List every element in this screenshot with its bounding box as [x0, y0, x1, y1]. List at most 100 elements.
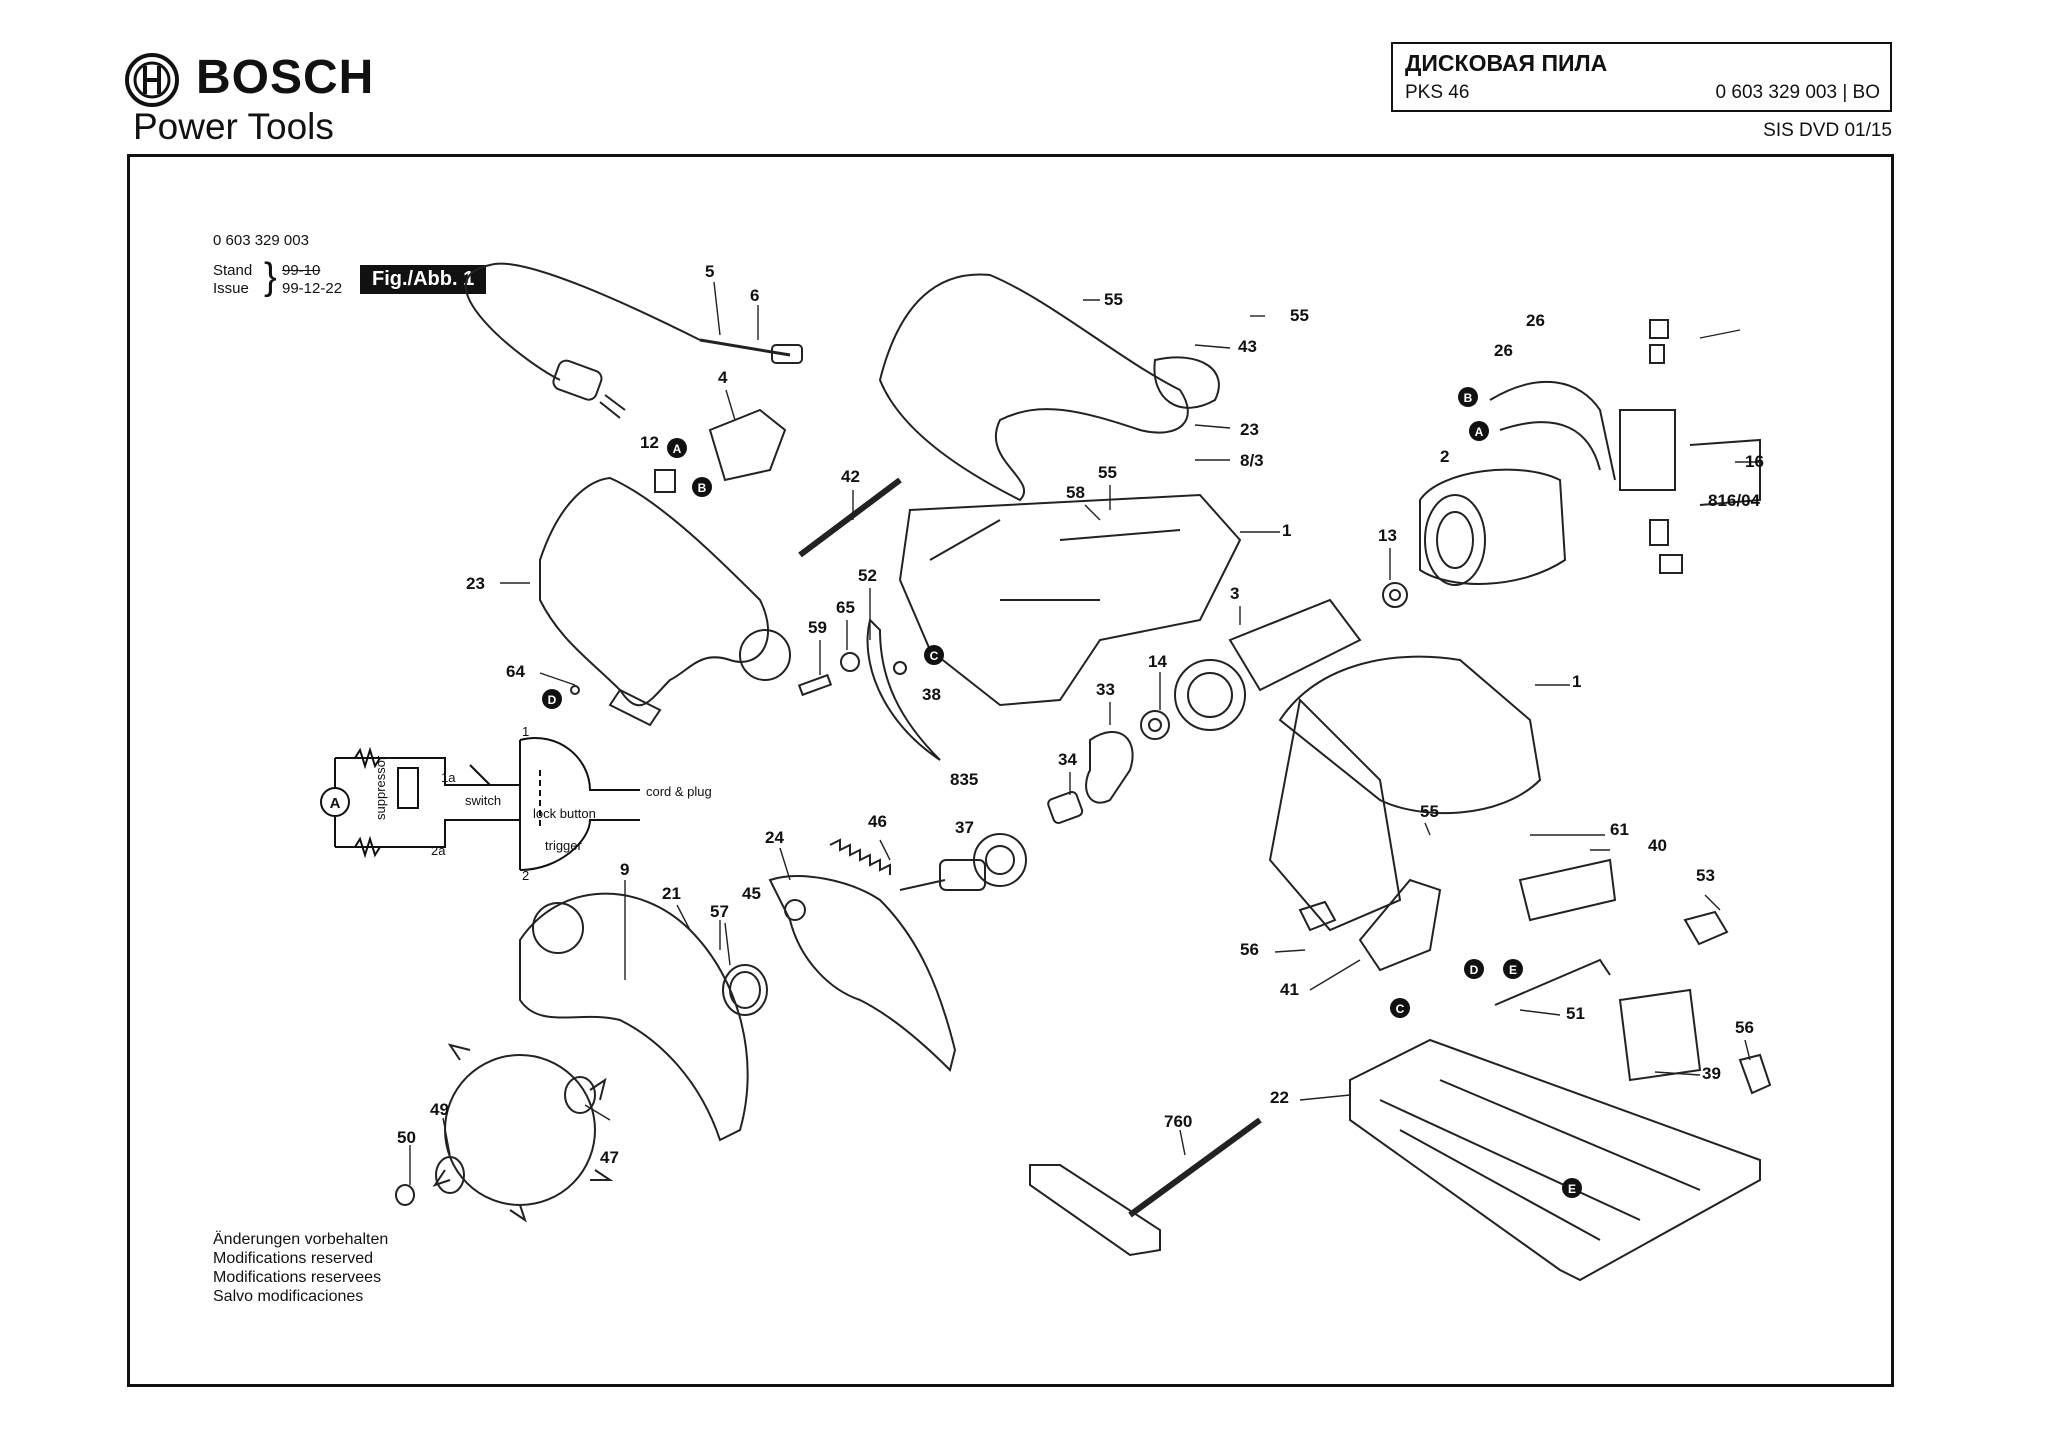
callout-59: 59: [808, 618, 827, 637]
armature: [1228, 598, 1362, 692]
callout-5: 5: [705, 262, 715, 281]
svg-text:C: C: [930, 649, 939, 663]
motor-housing: [1278, 655, 1542, 815]
wire-b: [1489, 380, 1616, 481]
callout-835: 835: [950, 770, 979, 789]
callout-55-c: 55: [1098, 463, 1117, 482]
callout-24: 24: [765, 828, 784, 847]
callout-23-upper: 23: [1240, 420, 1259, 439]
wiring-terminal-2a: 2a: [431, 843, 446, 858]
wiring-terminal-2: 2: [522, 868, 529, 883]
connection-markers: A B B A C D D E C E: [542, 387, 1582, 1198]
callout-45: 45: [742, 884, 761, 903]
callout-58: 58: [1066, 483, 1085, 502]
main-housing: [898, 493, 1242, 707]
svg-text:C: C: [1396, 1002, 1405, 1016]
svg-text:A: A: [330, 795, 341, 812]
title-block: ДИСКОВАЯ ПИЛА PKS 46 0 603 329 003 | BO: [1391, 42, 1892, 112]
callout-53: 53: [1696, 866, 1715, 885]
callout-6: 6: [750, 286, 760, 305]
ring: [722, 964, 768, 1016]
switch-part: [708, 408, 787, 482]
bearing-13: [1382, 582, 1408, 608]
power-cord: [464, 262, 701, 381]
callout-1-motor: 1: [1572, 672, 1582, 691]
stand-label: Stand: [213, 262, 253, 279]
callout-61: 61: [1610, 820, 1629, 839]
brand-name: BOSCH: [196, 51, 375, 104]
spring: [829, 838, 891, 875]
callout-3: 3: [1230, 584, 1240, 603]
bosch-logo-icon: [125, 53, 179, 107]
callout-33: 33: [1096, 680, 1115, 699]
callout-26-b: 26: [1494, 341, 1513, 360]
nut-50: [395, 1184, 415, 1206]
wiring-cord-plug-label: cord & plug: [646, 784, 712, 799]
svg-text:A: A: [1475, 425, 1484, 439]
svg-text:B: B: [698, 481, 707, 495]
bearing-14: [1140, 710, 1170, 740]
lower-housing-half: [539, 476, 770, 707]
bracket-40: [1518, 858, 1617, 922]
brace-glyph: }: [264, 256, 277, 298]
sleeve: [1047, 791, 1084, 824]
callout-51: 51: [1566, 1004, 1585, 1023]
svg-text:E: E: [1568, 1182, 1576, 1196]
callout-16: 16: [1745, 452, 1764, 471]
callout-64: 64: [506, 662, 525, 681]
callout-8-3: 8/3: [1240, 451, 1264, 470]
callout-38: 38: [922, 685, 941, 704]
svg-text:D: D: [548, 693, 557, 707]
saw-blade: [444, 1054, 596, 1206]
callout-13: 13: [1378, 526, 1397, 545]
wiring-schematic: [334, 737, 640, 871]
callout-26-a: 26: [1526, 311, 1545, 330]
callout-56-a: 56: [1240, 940, 1259, 959]
product-name: ДИСКОВАЯ ПИЛА: [1405, 50, 1608, 76]
flange-47: [564, 1076, 596, 1114]
callout-760: 760: [1164, 1112, 1193, 1131]
callout-9: 9: [620, 860, 630, 879]
wiring-trigger-label: trigger: [545, 838, 583, 853]
callout-4: 4: [718, 368, 728, 387]
flange-49: [435, 1156, 465, 1194]
upper-handle: [878, 273, 1189, 502]
note-de: Änderungen vorbehalten: [213, 1231, 389, 1248]
callout-46: 46: [868, 812, 887, 831]
callout-22: 22: [1270, 1088, 1289, 1107]
rod: [798, 477, 902, 558]
callout-57: 57: [710, 902, 729, 921]
hex-key: [1494, 958, 1611, 1006]
callout-14: 14: [1148, 652, 1167, 671]
callout-55-d: 55: [1420, 802, 1439, 821]
plug: [552, 359, 603, 401]
note-es: Salvo modificaciones: [213, 1288, 364, 1305]
diagram-frame: [127, 154, 1894, 1387]
callout-12: 12: [640, 433, 659, 452]
marker-d2-icon: D: [1464, 959, 1484, 979]
wiring-switch-label: switch: [465, 793, 501, 808]
callout-50: 50: [397, 1128, 416, 1147]
wiring-suppressor-label: suppressor: [373, 755, 388, 820]
note-en: Modifications reserved: [213, 1250, 374, 1267]
marker-c1-icon: C: [924, 645, 944, 665]
knob-53: [1683, 910, 1729, 946]
part-code: 0 603 329 003 | BO: [1715, 82, 1880, 103]
callout-34: 34: [1058, 750, 1077, 769]
bracket-39: [1618, 988, 1702, 1082]
knob-56a: [1298, 900, 1337, 932]
callout-43: 43: [1238, 337, 1257, 356]
marker-a1-icon: A: [667, 438, 687, 458]
callout-2: 2: [1440, 447, 1450, 466]
stand-value: 99-10: [282, 262, 321, 279]
figure-part-number: 0 603 329 003: [213, 232, 309, 249]
issue-label: Issue: [213, 280, 249, 297]
svg-text:D: D: [1470, 963, 1479, 977]
callout-55-a: 55: [1104, 290, 1123, 309]
stator: [1419, 468, 1567, 585]
callout-23-lower: 23: [466, 574, 485, 593]
issue-value: 99-12-22: [282, 280, 343, 297]
callout-21: 21: [662, 884, 681, 903]
callout-816-04: 816/04: [1708, 491, 1760, 510]
